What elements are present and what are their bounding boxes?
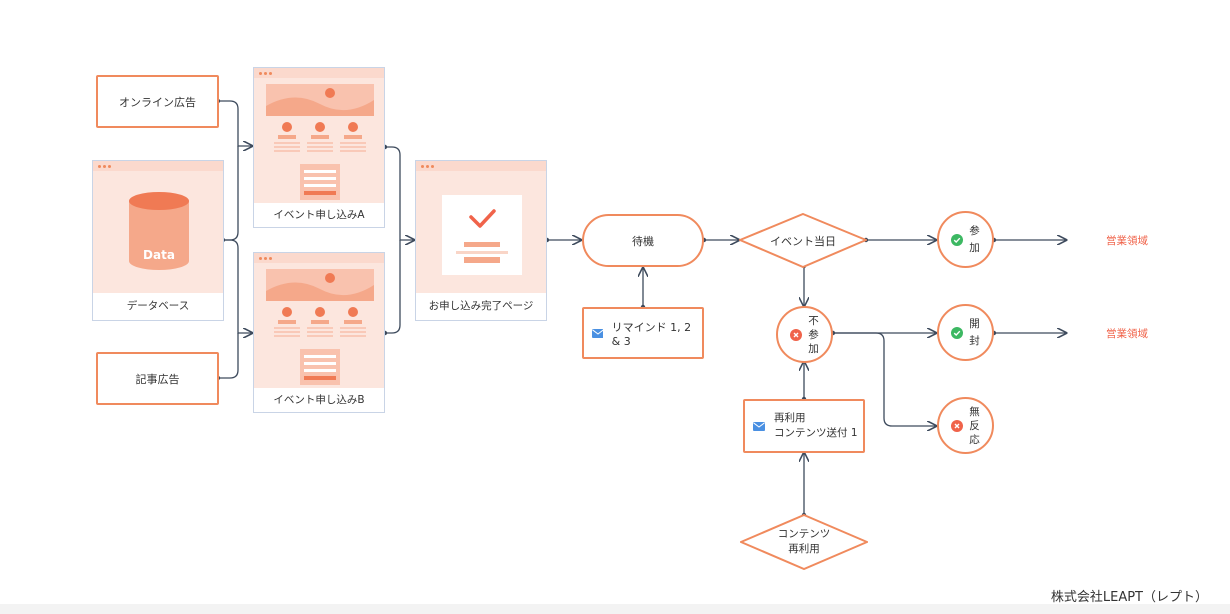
remind-node[interactable]: リマインド 1, 2 & 3 [582,307,704,359]
article-ad-label: 記事広告 [135,372,180,386]
database-label: データベース [126,300,190,312]
not-attend-node[interactable]: 不 参 加 [776,306,833,363]
opened-label: 開 封 [969,317,980,347]
connector-database-b [223,239,252,333]
event-a-page[interactable]: イベント申し込みA [253,67,385,228]
connector-event-a [385,146,414,240]
mail-icon [592,328,603,338]
connector-database-a [223,146,239,241]
no-response-node[interactable]: 無 反 応 [937,397,994,454]
connector-article-ad [218,333,239,379]
footer-band [0,604,1230,614]
complete-page[interactable]: お申し込み完了ページ [415,160,547,321]
complete-label: お申し込み完了ページ [428,300,534,312]
event-b-page[interactable]: イベント申し込みB [253,252,385,413]
not-attend-label: 不 参 加 [808,314,819,355]
attend-label: 参 加 [969,224,980,254]
page-mockup-illustration [442,195,522,275]
online-ad-node[interactable]: オンライン広告 [96,75,219,128]
content-reuse-line1: コンテンツ [777,528,831,540]
waiting-label: 待機 [632,234,654,248]
reuse-content-line1: 再利用 [774,412,806,424]
remind-label: リマインド 1, 2 & 3 [611,320,692,348]
x-circle-icon [790,328,803,341]
waiting-node[interactable]: 待機 [582,214,704,267]
article-ad-node[interactable]: 記事広告 [96,352,219,405]
check-circle-icon [951,233,964,246]
x-circle-icon [951,419,964,432]
sales-region-label: 営業領域 [1106,235,1148,247]
event-a-mockup [254,78,384,203]
online-ad-label: オンライン広告 [119,95,196,109]
mail-icon [753,421,765,431]
no-response-label: 無 反 応 [969,405,980,446]
page-mockup-illustration [266,84,374,200]
opened-node[interactable]: 開 封 [937,304,994,361]
database-node[interactable]: Data データベース [92,160,224,321]
database-icon: Data [129,192,189,270]
connector-online-ad [218,100,252,146]
checkmark-icon [469,209,496,228]
event-b-label: イベント申し込みB [273,393,365,406]
check-circle-icon [951,326,964,339]
svg-text:Data: Data [143,248,175,262]
content-reuse-label: コンテンツ 再利用 [740,514,868,570]
connector-notattend-noresponse [833,332,936,426]
reuse-content-line2: コンテンツ送付 1 [774,427,858,439]
database-canvas: Data [93,171,223,293]
window-titlebar [254,253,384,263]
company-credit: 株式会社LEAPT（レプト） [1050,590,1208,605]
event-a-label: イベント申し込みA [273,208,365,221]
content-reuse-node[interactable] [740,514,868,570]
reuse-content-text: 再利用 コンテンツ送付 1 [774,411,858,441]
attend-node[interactable]: 参 加 [937,211,994,268]
reuse-content-node[interactable]: 再利用 コンテンツ送付 1 [743,399,865,453]
page-mockup-illustration [266,269,374,385]
connector-event-b [385,240,401,334]
event-day-label: イベント当日 [770,234,836,248]
window-titlebar [416,161,546,171]
content-reuse-line2: 再利用 [788,543,820,555]
event-b-mockup [254,263,384,388]
window-titlebar [93,161,223,171]
sales-region-label: 営業領域 [1106,328,1148,340]
event-day-node[interactable] [739,213,867,268]
window-titlebar [254,68,384,78]
complete-mockup [416,171,546,293]
